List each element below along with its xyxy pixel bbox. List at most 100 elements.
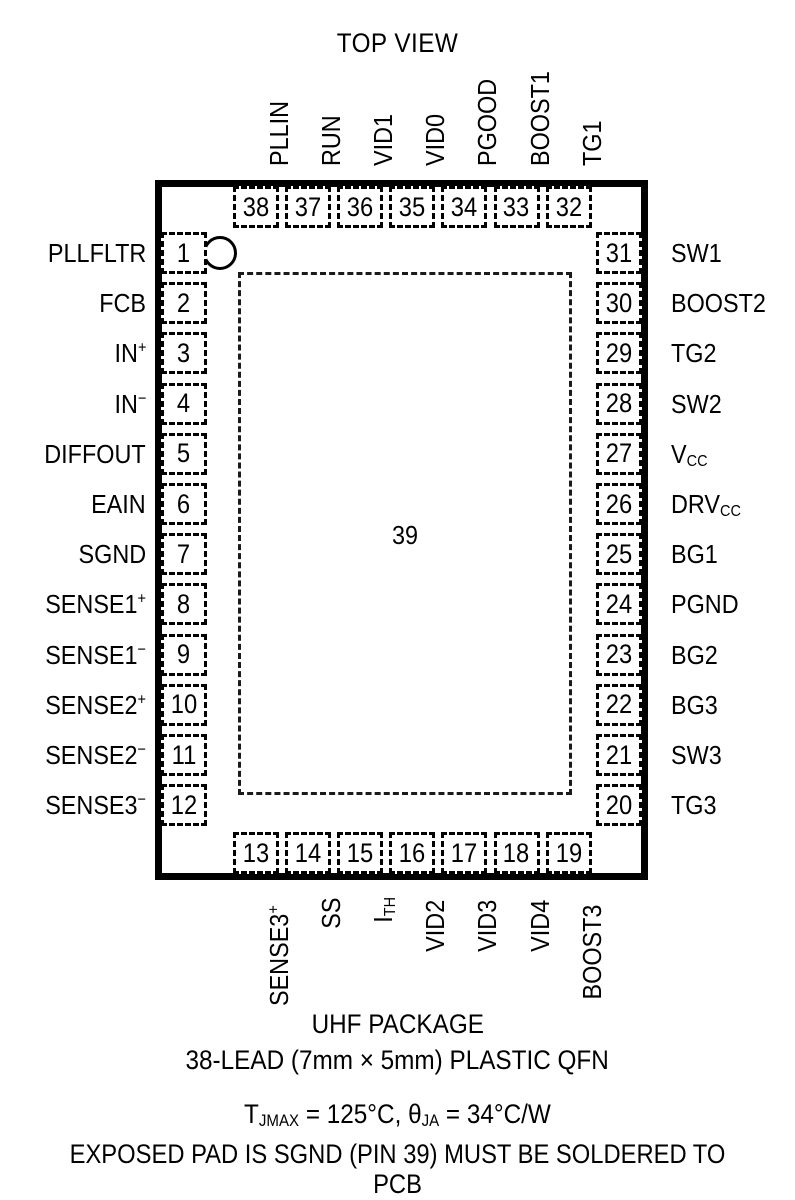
pin-pad-3[interactable]: 3 — [161, 332, 207, 375]
pin-name-superscript: − — [137, 388, 146, 407]
pin-pad-37[interactable]: 37 — [285, 186, 332, 228]
pin-number: 22 — [605, 689, 633, 720]
pin-pad-35[interactable]: 35 — [389, 186, 436, 228]
pin-name: SENSE2− — [45, 740, 146, 770]
pin-label-17: VID3 — [472, 894, 502, 952]
pin-name: TG1 — [576, 120, 607, 166]
pin-number: 14 — [294, 837, 322, 868]
pin-label-7: SGND — [0, 541, 146, 567]
pin-pad-29[interactable]: 29 — [596, 332, 642, 375]
caption-line-1: UHF PACKAGE — [311, 1009, 484, 1039]
pin-name: VID2 — [420, 899, 451, 952]
pin-name: SS — [316, 897, 347, 929]
theta-ja-subscript: JA — [421, 1111, 440, 1130]
pin-pad-34[interactable]: 34 — [441, 186, 488, 228]
pin-pad-30[interactable]: 30 — [596, 282, 642, 325]
pin-name-superscript: + — [137, 690, 146, 709]
pin-pad-18[interactable]: 18 — [493, 832, 540, 874]
pin-pad-12[interactable]: 12 — [161, 784, 207, 827]
pin-label-35: VID0 — [420, 108, 451, 166]
pin-label-33: BOOST1 — [525, 61, 555, 166]
pin-pad-16[interactable]: 16 — [389, 832, 436, 874]
pin-number: 5 — [177, 438, 191, 469]
pin-pad-17[interactable]: 17 — [441, 832, 488, 874]
pin-label-23: BG2 — [671, 642, 723, 668]
pin-pad-32[interactable]: 32 — [545, 186, 592, 228]
pin-pad-36[interactable]: 36 — [337, 186, 384, 228]
pin-number: 12 — [170, 789, 198, 820]
caption-package-name: UHF PACKAGE — [0, 1009, 795, 1040]
pin-name: BG3 — [671, 689, 718, 720]
pin-number: 34 — [451, 191, 478, 222]
pin-pad-25[interactable]: 25 — [596, 533, 642, 576]
pin-number: 13 — [242, 837, 270, 868]
tjmax-label: T — [244, 1099, 259, 1129]
pin-pad-15[interactable]: 15 — [337, 832, 384, 874]
pin-label-30: BOOST2 — [671, 290, 776, 316]
pin-label-29: TG2 — [671, 340, 722, 366]
pin-pad-2[interactable]: 2 — [161, 282, 207, 325]
pin-name: SENSE1− — [45, 639, 146, 670]
pin-label-6: EAIN — [0, 491, 146, 517]
pin-pad-20[interactable]: 20 — [596, 784, 642, 827]
pin-number: 33 — [503, 191, 530, 222]
pin-number: 38 — [242, 191, 270, 222]
pin-pad-9[interactable]: 9 — [161, 633, 207, 676]
pin-pad-13[interactable]: 13 — [233, 832, 279, 874]
pin-number: 4 — [177, 388, 191, 419]
pin-number: 21 — [605, 739, 633, 770]
pin-pad-21[interactable]: 21 — [596, 734, 642, 776]
pin-pad-28[interactable]: 28 — [596, 382, 642, 425]
pin-label-5: DIFFOUT — [0, 441, 146, 467]
pin-pad-4[interactable]: 4 — [161, 382, 207, 425]
pin-number: 2 — [177, 287, 191, 318]
pin-label-31: SW1 — [671, 240, 727, 266]
pin-number: 6 — [177, 488, 191, 519]
pin-number: 29 — [605, 337, 633, 368]
pin-pad-31[interactable]: 31 — [596, 232, 642, 274]
pin-pad-1[interactable]: 1 — [161, 232, 207, 274]
pin-label-15: ITH — [368, 894, 399, 923]
pin-name: SW1 — [671, 238, 722, 268]
pin-label-21: SW3 — [671, 742, 727, 768]
pin-pad-10[interactable]: 10 — [161, 683, 207, 726]
pin-label-36: VID1 — [368, 108, 398, 166]
caption-line-4: EXPOSED PAD IS SGND (PIN 39) MUST BE SOL… — [69, 1139, 726, 1199]
pin-number: 20 — [605, 789, 633, 820]
pin-number: 10 — [170, 689, 198, 720]
pin-label-18: VID4 — [525, 894, 555, 952]
pin-name: SW2 — [671, 388, 722, 419]
pin-number: 36 — [346, 191, 374, 222]
pin-name-superscript: + — [264, 905, 283, 914]
pin-pad-6[interactable]: 6 — [161, 483, 207, 525]
pin-name: BG1 — [671, 539, 718, 570]
caption-lead-count: 38-LEAD (7mm × 5mm) PLASTIC QFN — [0, 1045, 795, 1076]
pin-number: 19 — [555, 837, 582, 868]
pin-name-superscript: − — [137, 639, 146, 658]
pin-label-3: IN+ — [0, 338, 146, 369]
pin-pad-38[interactable]: 38 — [233, 186, 279, 228]
pin-pad-5[interactable]: 5 — [161, 432, 207, 475]
pin-pad-22[interactable]: 22 — [596, 683, 642, 726]
pin-name: PLLIN — [264, 100, 294, 166]
pin-pad-14[interactable]: 14 — [285, 832, 332, 874]
pin-label-8: SENSE1+ — [0, 591, 146, 618]
pin-name: PLLFLTR — [47, 238, 146, 268]
pin-pad-26[interactable]: 26 — [596, 483, 642, 525]
pin-name: VID0 — [420, 113, 451, 166]
thermal-mid: = 125°C, θ — [299, 1099, 422, 1129]
pin-pad-19[interactable]: 19 — [545, 832, 592, 874]
pin-pad-24[interactable]: 24 — [596, 583, 642, 626]
pin-number: 24 — [605, 588, 633, 619]
pin-label-12: SENSE3− — [0, 791, 146, 818]
pin-name: IN+ — [114, 338, 146, 369]
pin-pad-7[interactable]: 7 — [161, 533, 207, 576]
pin-pad-11[interactable]: 11 — [161, 734, 207, 776]
pin-pad-33[interactable]: 33 — [493, 186, 540, 228]
pin-pad-27[interactable]: 27 — [596, 432, 642, 475]
pin-number: 32 — [555, 191, 582, 222]
pin-pad-8[interactable]: 8 — [161, 583, 207, 626]
pin-pad-23[interactable]: 23 — [596, 633, 642, 676]
pin-label-22: BG3 — [671, 692, 723, 718]
